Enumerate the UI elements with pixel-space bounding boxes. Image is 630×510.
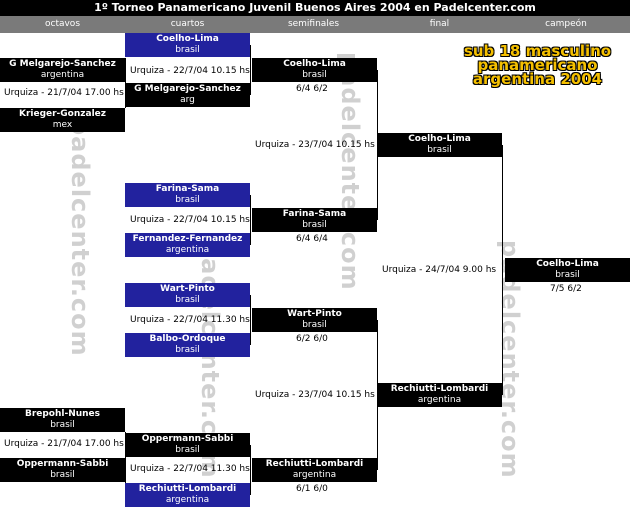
match-info: Urquiza - 24/7/04 9.00 hs bbox=[382, 265, 497, 275]
match-score: 6/4 6/4 bbox=[296, 234, 328, 244]
team-name: Wart-Pinto bbox=[287, 309, 342, 319]
team-name: Rechiutti-Lombardi bbox=[390, 384, 489, 394]
match-info: Urquiza - 21/7/04 17.00 hs bbox=[4, 439, 124, 449]
cuartos-team: Oppermann-Sabbi brasil bbox=[125, 433, 250, 457]
team-name: G Melgarejo-Sanchez bbox=[9, 59, 116, 69]
team-country: argentina bbox=[40, 70, 85, 80]
bracket-line bbox=[250, 295, 251, 345]
team-country: argentina bbox=[417, 395, 462, 405]
team-country: brasil bbox=[175, 345, 200, 355]
semis-team: Coelho-Lima brasil bbox=[252, 58, 377, 82]
match-score: 6/4 6/2 bbox=[296, 84, 328, 94]
semis-team: Farina-Sama brasil bbox=[252, 208, 377, 232]
team-country: argentina bbox=[165, 495, 210, 505]
heading-line: argentina 2004 bbox=[472, 70, 603, 88]
round-header-bar: octavos cuartos semifinales final campeó… bbox=[0, 16, 630, 33]
team-country: argentina bbox=[292, 470, 337, 480]
round-cuartos: cuartos bbox=[170, 19, 205, 29]
team-country: brasil bbox=[175, 195, 200, 205]
match-info: Urquiza - 21/7/04 17.00 hs bbox=[4, 88, 124, 98]
team-country: arg bbox=[180, 95, 195, 105]
team-name: Rechiutti-Lombardi bbox=[138, 484, 237, 494]
round-campeon: campeón bbox=[545, 19, 587, 29]
heading-line: sub 18 masculino bbox=[463, 42, 612, 60]
cuartos-team: Wart-Pinto brasil bbox=[125, 283, 250, 307]
team-name: Oppermann-Sabbi bbox=[141, 434, 234, 444]
octavos-team: Krieger-Gonzalez mex bbox=[0, 108, 125, 132]
team-country: brasil bbox=[50, 420, 75, 430]
cuartos-team: Farina-Sama brasil bbox=[125, 183, 250, 207]
round-semifinales: semifinales bbox=[287, 19, 340, 29]
team-country: mex bbox=[52, 120, 73, 130]
heading-line: panamericano bbox=[477, 56, 598, 74]
team-name: Coelho-Lima bbox=[283, 59, 346, 69]
cuartos-team: Coelho-Lima brasil bbox=[125, 33, 250, 57]
cuartos-team: Fernandez-Fernandez argentina bbox=[125, 233, 250, 257]
match-score: 7/5 6/2 bbox=[550, 284, 582, 294]
team-name: Farina-Sama bbox=[282, 209, 347, 219]
final-team: Coelho-Lima brasil bbox=[377, 133, 502, 157]
match-info: Urquiza - 22/7/04 10.15 hs bbox=[130, 215, 250, 225]
match-score: 6/2 6/0 bbox=[296, 334, 328, 344]
page-title: 1º Torneo Panamericano Juvenil Buenos Ai… bbox=[0, 0, 630, 16]
team-name: Farina-Sama bbox=[155, 184, 220, 194]
watermark: padelcenter.com bbox=[336, 52, 364, 291]
round-octavos: octavos bbox=[44, 19, 81, 29]
cuartos-team: Rechiutti-Lombardi argentina bbox=[125, 483, 250, 507]
team-name: Coelho-Lima bbox=[156, 34, 219, 44]
bracket-line bbox=[250, 195, 251, 245]
team-name: G Melgarejo-Sanchez bbox=[134, 84, 241, 94]
team-country: argentina bbox=[165, 245, 210, 255]
match-info: Urquiza - 22/7/04 11.30 hs bbox=[130, 315, 250, 325]
bracket-line bbox=[502, 145, 503, 395]
team-country: brasil bbox=[175, 445, 200, 455]
category-heading: sub 18 masculino panamericano argentina … bbox=[450, 42, 625, 88]
team-country: brasil bbox=[175, 295, 200, 305]
team-name: Coelho-Lima bbox=[408, 134, 471, 144]
team-country: brasil bbox=[302, 320, 327, 330]
team-country: brasil bbox=[175, 45, 200, 55]
team-name: Krieger-Gonzalez bbox=[18, 109, 107, 119]
champion-team: Coelho-Lima brasil bbox=[505, 258, 630, 282]
semis-team: Wart-Pinto brasil bbox=[252, 308, 377, 332]
team-country: brasil bbox=[302, 220, 327, 230]
bracket-line bbox=[125, 432, 126, 484]
team-name: Rechiutti-Lombardi bbox=[265, 459, 364, 469]
team-country: brasil bbox=[302, 70, 327, 80]
octavos-team: Brepohl-Nunes brasil bbox=[0, 408, 125, 432]
team-name: Brepohl-Nunes bbox=[24, 409, 101, 419]
team-name: Coelho-Lima bbox=[536, 259, 599, 269]
match-info: Urquiza - 23/7/04 10.15 hs bbox=[255, 390, 375, 400]
watermark: padelcenter.com bbox=[66, 118, 94, 357]
team-name: Fernandez-Fernandez bbox=[132, 234, 243, 244]
cuartos-team: Balbo-Ordoque brasil bbox=[125, 333, 250, 357]
bracket-line bbox=[250, 445, 251, 495]
team-name: Oppermann-Sabbi bbox=[16, 459, 109, 469]
team-country: brasil bbox=[50, 470, 75, 480]
bracket-line bbox=[250, 45, 251, 95]
team-country: brasil bbox=[427, 145, 452, 155]
team-country: brasil bbox=[555, 270, 580, 280]
team-name: Wart-Pinto bbox=[160, 284, 215, 294]
round-final: final bbox=[429, 19, 450, 29]
semis-team: Rechiutti-Lombardi argentina bbox=[252, 458, 377, 482]
match-info: Urquiza - 22/7/04 10.15 hs bbox=[130, 66, 250, 76]
octavos-team: Oppermann-Sabbi brasil bbox=[0, 458, 125, 482]
octavos-team: G Melgarejo-Sanchez argentina bbox=[0, 58, 125, 82]
final-team: Rechiutti-Lombardi argentina bbox=[377, 383, 502, 407]
team-name: Balbo-Ordoque bbox=[149, 334, 226, 344]
match-info: Urquiza - 22/7/04 11.30 hs bbox=[130, 464, 250, 474]
match-score: 6/1 6/0 bbox=[296, 484, 328, 494]
cuartos-team: G Melgarejo-Sanchez arg bbox=[125, 83, 250, 107]
match-info: Urquiza - 23/7/04 10.15 hs bbox=[255, 140, 375, 150]
